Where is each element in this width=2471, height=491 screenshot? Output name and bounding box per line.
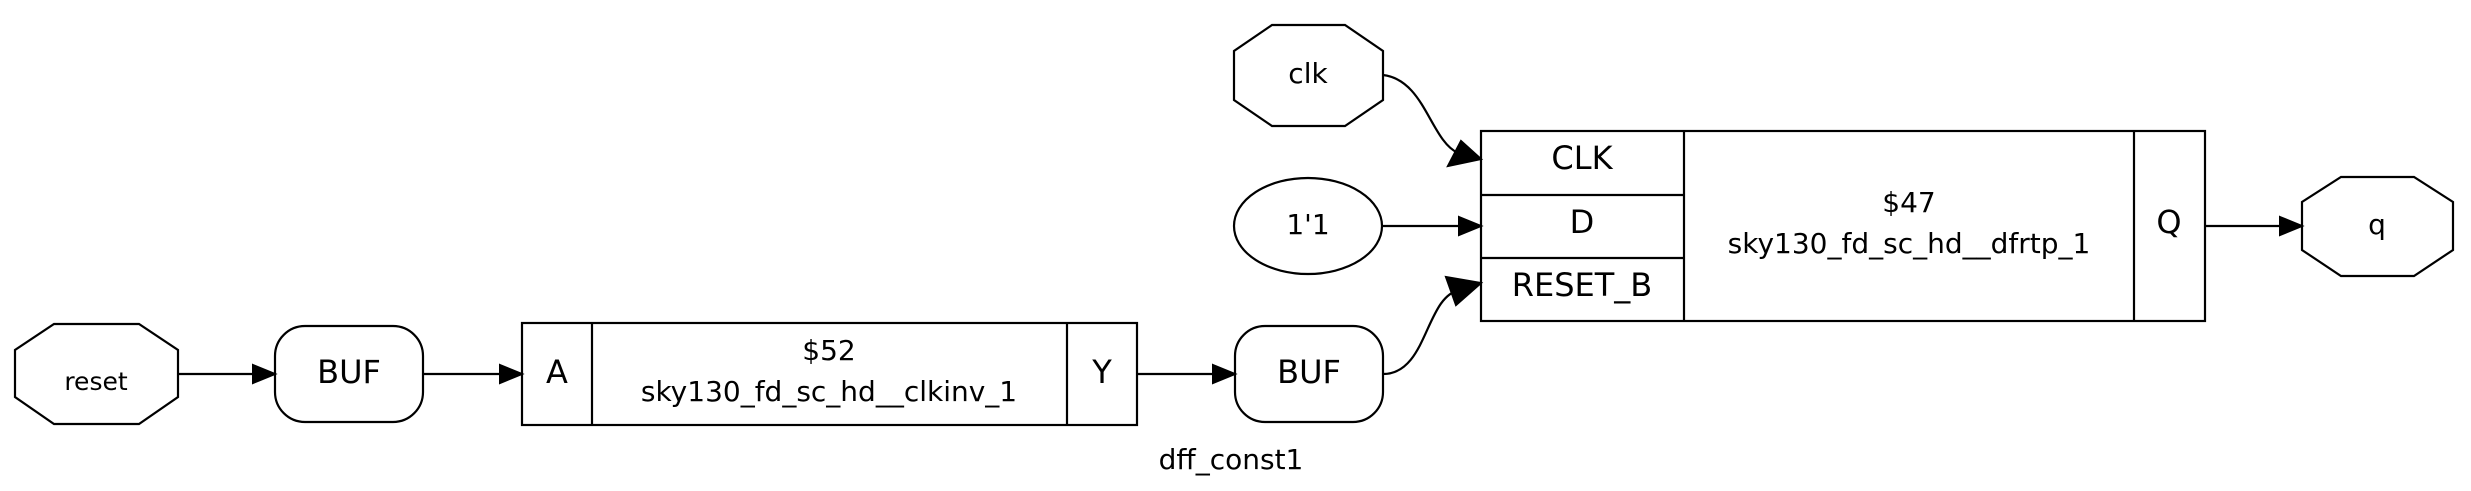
net-label-dff-const1: dff_const1 [1159, 443, 1304, 476]
inverter-cell: A $52 sky130_fd_sc_hd__clkinv_1 Y [520, 321, 1139, 427]
buffer-1: BUF [273, 324, 425, 424]
wire-clk-to-flipflop [1382, 73, 1484, 168]
wire-inverter-to-buf2 [1137, 363, 1238, 385]
flipflop-pin-clk: CLK [1551, 139, 1613, 177]
q-port-label: q [2368, 208, 2386, 241]
reset-port: reset [13, 322, 180, 426]
inverter-pin-y: Y [1091, 353, 1112, 391]
reset-port-label: reset [64, 367, 128, 396]
clk-port-label: clk [1288, 57, 1328, 90]
wire-reset-to-buf1 [178, 363, 278, 385]
wire-buf1-to-inverter [423, 363, 525, 385]
inverter-id: $52 [802, 334, 855, 367]
flipflop-cell-name: sky130_fd_sc_hd__dfrtp_1 [1728, 227, 2091, 260]
wire-constant-to-d [1382, 215, 1484, 237]
inverter-pin-a: A [546, 353, 568, 391]
constant-one-label: 1'1 [1286, 208, 1329, 241]
wire-buf2-to-reset-b [1382, 275, 1484, 376]
constant-one: 1'1 [1232, 176, 1384, 276]
q-port: q [2300, 175, 2455, 278]
buffer-1-label: BUF [317, 353, 381, 391]
flipflop-pin-d: D [1570, 203, 1595, 241]
clk-port: clk [1232, 23, 1385, 128]
flipflop-pin-reset-b: RESET_B [1512, 266, 1652, 304]
buffer-2-label: BUF [1277, 353, 1341, 391]
inverter-cell-name: sky130_fd_sc_hd__clkinv_1 [641, 375, 1017, 408]
buffer-2: BUF [1233, 324, 1385, 424]
wire-q-to-output [2205, 215, 2305, 237]
flipflop-id: $47 [1882, 186, 1935, 219]
flipflop-cell: CLK D RESET_B $47 sky130_fd_sc_hd__dfrtp… [1479, 129, 2207, 323]
flipflop-pin-q: Q [2156, 203, 2181, 241]
